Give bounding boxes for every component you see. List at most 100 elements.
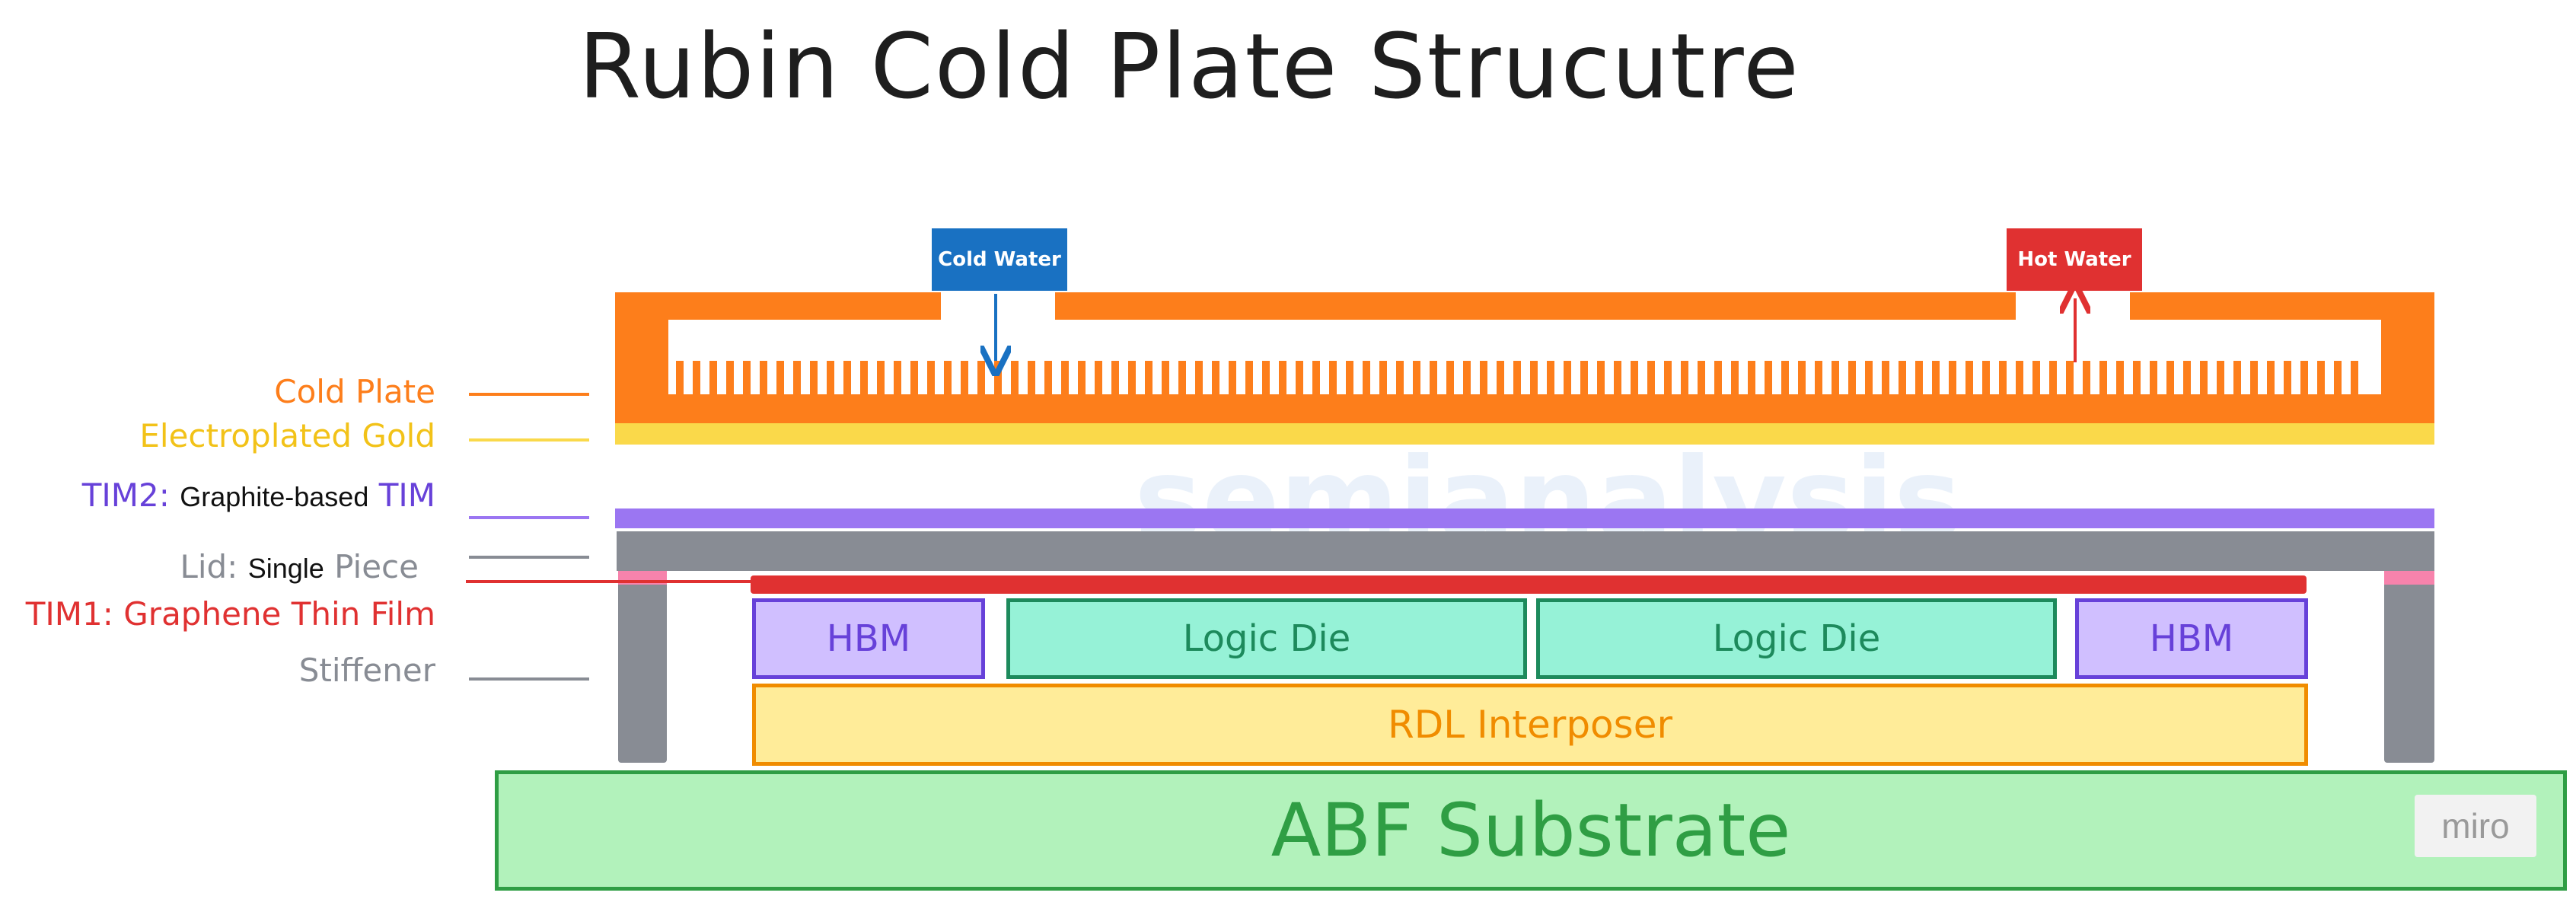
cold-plate-fin: [1614, 361, 1621, 397]
cold-plate-fin: [1949, 361, 1956, 397]
cold-plate-fin: [1631, 361, 1638, 397]
cold-plate-base: [615, 394, 2434, 423]
cold-plate-fin: [977, 361, 985, 397]
cold-plate-fin: [1547, 361, 1554, 397]
label-lid-prefix: Lid:: [180, 548, 238, 585]
cold-plate-fin: [1798, 361, 1806, 397]
cold-plate-fin: [1915, 361, 1923, 397]
label-tim2-suffix: TIM: [378, 477, 435, 514]
cold-plate-fin: [1765, 361, 1772, 397]
cold-plate-fin: [944, 361, 952, 397]
miro-badge: miro: [2415, 795, 2536, 857]
cold-plate-fin: [1111, 361, 1119, 397]
cold-plate-fin: [2217, 361, 2224, 397]
cold-plate-fin: [2300, 361, 2308, 397]
hbm-right: HBM: [2075, 598, 2308, 679]
rdl-interposer: RDL Interposer: [752, 684, 2308, 766]
cold-plate-fin: [1513, 361, 1521, 397]
logic-die-left-label: Logic Die: [1182, 617, 1351, 660]
cold-plate-fin: [2066, 361, 2074, 397]
cold-plate-fin: [1379, 361, 1387, 397]
cold-plate-fin: [1982, 361, 1990, 397]
cold-plate-fin: [1245, 361, 1253, 397]
cold-plate-fin: [1597, 361, 1605, 397]
logic-die-left: Logic Die: [1006, 598, 1527, 679]
cold-plate-fin: [1647, 361, 1655, 397]
cold-plate-fin: [2116, 361, 2124, 397]
label-tim2-material: Graphite-based: [180, 481, 369, 512]
cold-plate-fin: [1145, 361, 1153, 397]
hbm-right-label: HBM: [2149, 617, 2234, 660]
cold-plate-fin: [1564, 361, 1571, 397]
cold-plate-fin: [2032, 361, 2040, 397]
cold-plate-fin: [1178, 361, 1186, 397]
diagram-title: Rubin Cold Plate Strucutre: [579, 14, 1800, 119]
cold-plate-fin: [1698, 361, 1705, 397]
cold-plate-fin: [910, 361, 918, 397]
cold-plate-fin: [743, 361, 751, 397]
cold-plate-fin: [2049, 361, 2057, 397]
tim1-layer: [751, 575, 2307, 594]
cold-plate-fin: [1497, 361, 1504, 397]
logic-die-right: Logic Die: [1536, 598, 2057, 679]
cold-water-label: Cold Water: [938, 248, 1061, 271]
cold-plate-top-mid: [1055, 292, 2016, 320]
abf-substrate: ABF Substrate: [495, 770, 2567, 891]
cold-plate-fin: [1714, 361, 1722, 397]
cold-plate-fin: [1128, 361, 1136, 397]
cold-plate-fin: [2016, 361, 2023, 397]
cold-plate-fin: [776, 361, 784, 397]
cold-plate-fin: [760, 361, 767, 397]
cold-plate-fin: [1430, 361, 1437, 397]
cold-plate-fin: [927, 361, 935, 397]
cold-plate-fin: [1061, 361, 1069, 397]
cold-plate-fin: [676, 361, 684, 397]
cold-plate-fin: [1899, 361, 1906, 397]
cold-plate-fin: [726, 361, 734, 397]
cold-plate-fin: [1078, 361, 1086, 397]
cold-plate-fin: [810, 361, 818, 397]
cold-plate-top-left: [615, 292, 941, 320]
label-electroplated-gold: Electroplated Gold: [139, 417, 435, 454]
label-stiffener: Stiffener: [298, 652, 435, 689]
hot-water-label: Hot Water: [2017, 248, 2131, 271]
cold-plate-fin: [1580, 361, 1588, 397]
cold-plate-fin: [1480, 361, 1487, 397]
label-lid: Lid: Single Piece: [180, 548, 419, 585]
cold-plate-fin: [1530, 361, 1538, 397]
cold-plate-fin: [1882, 361, 1889, 397]
cold-plate-fin: [1363, 361, 1370, 397]
label-lid-piece: Piece: [334, 548, 419, 585]
cold-plate-fin: [1781, 361, 1789, 397]
cold-plate-fin: [1848, 361, 1856, 397]
label-cold-plate: Cold Plate: [274, 373, 435, 410]
cold-plate-fin: [1011, 361, 1019, 397]
cold-plate-fin: [961, 361, 968, 397]
cold-plate-fin: [2133, 361, 2141, 397]
cold-plate-fin: [2183, 361, 2191, 397]
label-tim1: TIM1: Graphene Thin Film: [25, 595, 435, 633]
cold-plate-fin: [2250, 361, 2258, 397]
label-tim2: TIM2: Graphite-based TIM: [82, 477, 435, 514]
logic-die-right-label: Logic Die: [1712, 617, 1881, 660]
cold-plate-fin: [1279, 361, 1286, 397]
cold-plate-fin: [2099, 361, 2107, 397]
cold-plate-fin: [827, 361, 834, 397]
cold-plate-fin: [1681, 361, 1688, 397]
label-tim2-prefix: TIM2:: [81, 477, 170, 514]
stiffener-pad-right: [2384, 571, 2434, 585]
cold-plate-fin: [709, 361, 717, 397]
cold-plate-fin: [843, 361, 851, 397]
cold-plate-fin: [1413, 361, 1420, 397]
cold-plate-fin: [1815, 361, 1822, 397]
hbm-left-label: HBM: [826, 617, 911, 660]
cold-plate-fins: [676, 361, 2358, 397]
cold-plate-fin: [2200, 361, 2208, 397]
cold-plate-fin: [1446, 361, 1454, 397]
cold-water-inlet: Cold Water: [932, 228, 1067, 291]
hot-water-outlet: Hot Water: [2007, 228, 2142, 291]
cold-plate-fin: [1999, 361, 2007, 397]
label-lid-single: Single: [247, 553, 324, 584]
cold-plate-fin: [860, 361, 868, 397]
cold-plate-fin: [2334, 361, 2342, 397]
